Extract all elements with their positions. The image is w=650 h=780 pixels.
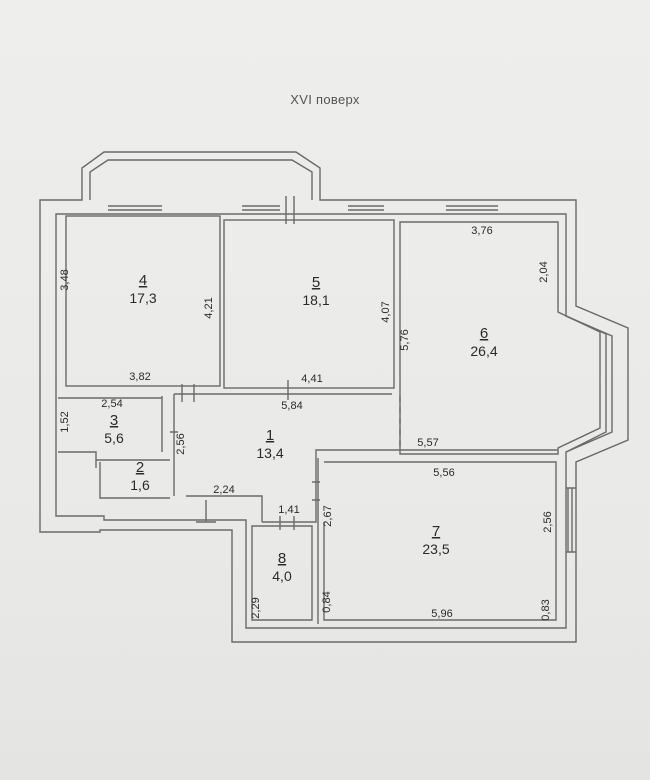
room-3-area: 5,6 — [104, 430, 124, 446]
room-5-number: 5 — [312, 274, 320, 291]
dim-room7-top: 5,56 — [433, 467, 454, 479]
room-1-number: 1 — [266, 427, 274, 444]
room-5-outline — [223, 219, 395, 389]
dim-room7-bottom: 5,96 — [431, 608, 452, 620]
room-4-area: 17,3 — [129, 290, 156, 306]
room-2-number: 2 — [136, 459, 144, 476]
dim-room6-left: 5,76 — [399, 329, 411, 350]
dim-room4-right: 4,21 — [203, 297, 215, 318]
dim-room6-right: 2,04 — [538, 261, 550, 282]
door-ticks — [170, 196, 320, 530]
balcony-inner — [89, 159, 313, 200]
dim-room7-right-bottom: 0,83 — [540, 599, 552, 620]
dim-room6-top: 3,76 — [471, 225, 492, 237]
dim-room5-bottom: 4,41 — [301, 373, 322, 385]
dim-room8-left: 2,29 — [250, 597, 262, 618]
room-6-area: 26,4 — [470, 343, 497, 359]
dim-room1-top: 5,84 — [281, 400, 302, 412]
window-marks — [108, 205, 576, 553]
dim-room3-left: 1,52 — [59, 411, 71, 432]
dim-room7-left: 2,67 — [322, 505, 334, 526]
floor-title: XVI поверх — [290, 92, 360, 107]
dim-room4-bottom: 3,82 — [129, 371, 150, 383]
room-6-outline — [399, 221, 601, 455]
room-6-number: 6 — [480, 325, 488, 342]
dim-room1-left: 2,56 — [175, 433, 187, 454]
room-5-area: 18,1 — [302, 292, 329, 308]
outer-wall-outer — [39, 151, 629, 643]
room-3-number: 3 — [110, 412, 118, 429]
room-7-area: 23,5 — [422, 541, 449, 557]
dim-room8-top: 1,41 — [278, 504, 299, 516]
room-8-number: 8 — [278, 550, 286, 567]
room-7-number: 7 — [432, 523, 440, 540]
dim-room6-bottom: 5,57 — [417, 437, 438, 449]
interior-walls — [58, 393, 558, 624]
dim-room7-right: 2,56 — [542, 511, 554, 532]
room-4-number: 4 — [139, 272, 147, 289]
room-2-area: 1,6 — [130, 477, 150, 493]
room-1-area: 13,4 — [256, 445, 283, 461]
room-8-area: 4,0 — [272, 568, 292, 584]
room-4-outline — [65, 215, 221, 387]
dim-room4-left: 3,48 — [59, 269, 71, 290]
dim-room7-left-bottom: 0,84 — [321, 591, 333, 612]
bay-window-inner — [565, 315, 613, 453]
dim-room5-right: 4,07 — [380, 301, 392, 322]
dim-room1-bottom: 2,24 — [213, 484, 234, 496]
dim-room3-top: 2,54 — [101, 398, 122, 410]
